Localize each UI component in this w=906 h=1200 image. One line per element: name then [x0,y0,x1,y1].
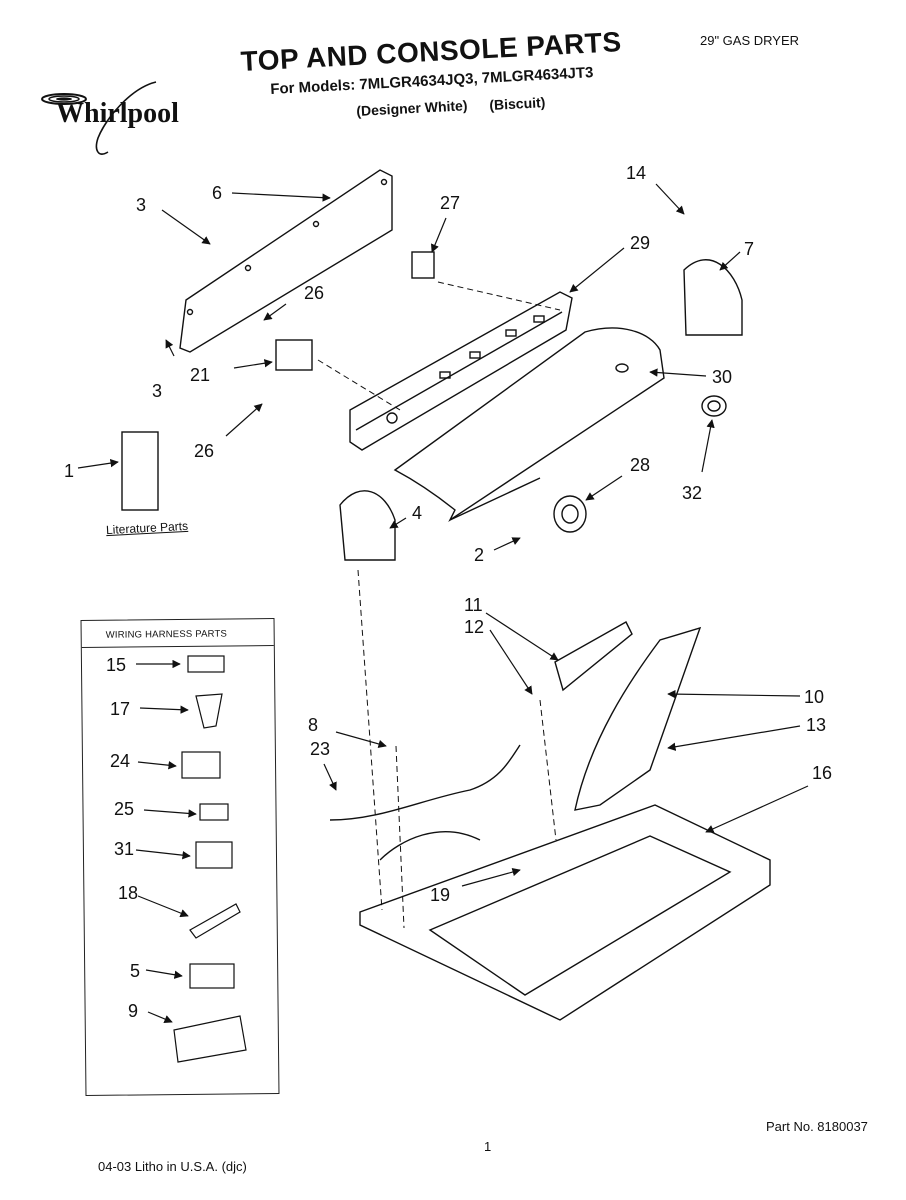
part-end-cap-right [683,259,743,336]
callout-11: 11 [464,595,483,615]
callout-31: 31 [114,839,135,859]
part-control-panel-bracket [349,291,573,451]
part-wire-harness [329,744,521,861]
callout-28: 28 [630,455,651,475]
callout-25: 25 [114,799,135,819]
part-small-knob [701,395,727,417]
callout-8: 8 [308,715,319,735]
brand-wordmark: Whirlpool [56,98,179,129]
callout-3-top: 3 [136,195,147,215]
callout-24: 24 [110,751,131,771]
callout-12: 12 [464,617,485,637]
callout-1: 1 [64,461,75,481]
litho-note: 04-03 Litho in U.S.A. (djc) [98,1159,247,1174]
callout-32: 32 [682,483,703,503]
callout-arrows [77,183,809,887]
callout-7: 7 [744,239,755,259]
callout-27: 27 [440,193,461,213]
callout-23: 23 [310,739,331,759]
callout-6: 6 [212,183,223,203]
part-end-cap-left [339,490,396,561]
part-literature [121,431,159,511]
part-lint-cover [554,621,633,692]
callout-10: 10 [804,687,825,707]
callout-15: 15 [106,655,127,675]
callout-26-top: 26 [304,283,325,303]
callout-9: 9 [128,1001,139,1021]
callout-14: 14 [626,163,647,183]
callout-13: 13 [806,715,827,735]
callout-30: 30 [712,367,733,387]
callout-16: 16 [812,763,833,783]
product-type: 29" GAS DRYER [700,33,800,48]
wiring-parts-shapes [135,655,247,1063]
callout-2: 2 [474,545,485,565]
callout-5: 5 [130,961,141,981]
part-switch [411,251,435,279]
page-number: 1 [484,1139,492,1154]
wiring-harness-box: WIRING HARNESS PARTS [80,617,280,1097]
callout-29: 29 [630,233,651,253]
callout-21: 21 [190,365,211,385]
logo-swirl-icon [41,81,157,155]
callout-17: 17 [110,699,131,719]
assembly-guides [317,281,561,929]
callout-26-bottom: 26 [194,441,215,461]
part-timer [275,339,313,371]
callout-19: 19 [430,885,451,905]
wiring-harness-header: WIRING HARNESS PARTS [105,628,228,641]
callout-18: 18 [118,883,139,903]
part-knob [553,495,587,533]
part-rear-console-panel [179,169,393,353]
header-divider [81,645,274,649]
callout-3-bottom: 3 [152,381,163,401]
part-number: Part No. 8180037 [766,1119,868,1134]
callout-4: 4 [412,503,423,523]
part-top-panel [359,804,771,1021]
part-lint-screen [574,626,702,811]
part-console [393,327,665,523]
